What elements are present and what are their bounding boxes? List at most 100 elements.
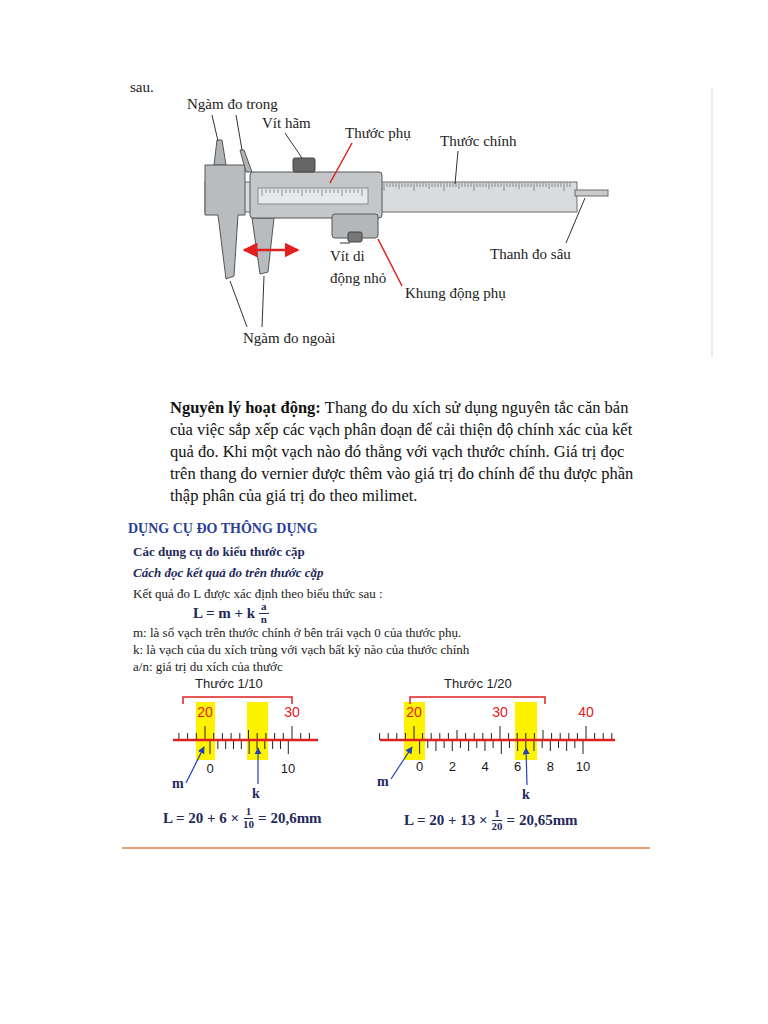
slider-tick (266, 189, 267, 193)
beam-tick (477, 183, 478, 187)
beam-tick (546, 183, 547, 187)
beam-tick (390, 183, 391, 187)
beam-tick (537, 183, 538, 187)
slider-tick (290, 189, 291, 193)
part-label: Thước chính (440, 132, 516, 150)
fraction: 120 (492, 808, 503, 832)
beam-tick (540, 183, 541, 187)
vernier-tick (484, 740, 485, 751)
slider-tick (322, 189, 323, 196)
scale-title: Thước 1/10 (195, 676, 263, 692)
beam-tick (504, 183, 505, 191)
scale-title: Thước 1/20 (444, 676, 512, 692)
slider-tick (346, 189, 347, 193)
beam-tick (402, 183, 403, 187)
beam-tick (411, 183, 412, 187)
beam-tick (396, 183, 397, 187)
vernier-tick (241, 740, 242, 749)
main-scale-number: 20 (406, 704, 422, 721)
fraction-numerator: a (259, 601, 269, 614)
beam-tick (480, 183, 481, 187)
beam-tick (465, 183, 466, 187)
beam-tick (570, 183, 571, 187)
clamp-screw (293, 158, 315, 172)
beam-tick (468, 183, 469, 187)
vernier-tick (217, 740, 218, 749)
main-tick (205, 726, 206, 740)
slider-tick (330, 189, 331, 193)
beam-tick (561, 183, 562, 187)
beam-tick (399, 183, 400, 189)
fraction-denominator: 10 (243, 819, 254, 831)
beam-tick (555, 183, 556, 187)
part-label: Ngàm đo trong (187, 95, 278, 113)
beam-tick (519, 183, 520, 189)
sliding-jaw (252, 218, 274, 274)
leader-line (230, 281, 247, 327)
leader-line (566, 198, 585, 243)
beam-tick (405, 183, 406, 187)
vernier-tick (280, 740, 281, 749)
beam-tick (384, 183, 385, 191)
formula: L = 20 + 13 × 120 = 20,65mm (404, 808, 578, 832)
beam-tick (438, 183, 439, 187)
slider-tick (274, 189, 275, 193)
vernier-number: 8 (547, 759, 554, 775)
vernier-number: 10 (576, 759, 590, 775)
leader-line (455, 151, 458, 184)
part-label: Thước phụ (345, 124, 411, 142)
beam-tick (531, 183, 532, 187)
vernier-tick (533, 740, 534, 751)
beam-tick (459, 183, 460, 189)
formula: L = m + kan (193, 601, 273, 625)
vernier-number: 0 (416, 759, 423, 775)
slider-tick (306, 189, 307, 193)
beam-tick (450, 183, 451, 187)
beam-tick (558, 183, 559, 187)
vernier-number: 2 (449, 759, 456, 775)
slider-tick (282, 189, 283, 196)
main-scale-number: 30 (284, 704, 300, 721)
beam-tick (528, 183, 529, 187)
beam-tick (543, 183, 544, 187)
vernier-tick (233, 740, 234, 749)
bracket (183, 697, 292, 704)
beam-tick (489, 183, 490, 189)
pointer-label: m (172, 776, 184, 793)
beam-tick (393, 183, 394, 187)
body-text: Kết quả đo L được xác định theo biểu thứ… (133, 586, 383, 602)
beam-tick (474, 183, 475, 191)
vernier-number: 0 (206, 761, 213, 777)
pointer-label: m (377, 774, 389, 791)
page-fragment: sau. (130, 78, 154, 96)
beam-tick (486, 183, 487, 187)
body-text: k: là vạch của du xích trùng với vạch bấ… (133, 642, 469, 658)
formula-text: = 20,65mm (507, 812, 578, 829)
vernier-number: 4 (481, 759, 488, 775)
leader-line (212, 115, 218, 141)
leader-line (236, 115, 242, 150)
bottom-rule (122, 847, 650, 849)
vernier-tick (288, 740, 289, 754)
formula-text: L = 20 + 13 × (404, 812, 488, 829)
main-tick (248, 730, 249, 740)
slider-tick (338, 189, 339, 193)
section-subtitle: Các dụng cụ đo kiểu thước cặp (133, 544, 305, 560)
slider-tick (326, 189, 327, 193)
slider-tick (342, 189, 343, 196)
slider-tick (358, 189, 359, 193)
main-tick (543, 730, 544, 740)
pointer-label: k (252, 786, 260, 803)
slider-tick (334, 189, 335, 193)
beam-tick (453, 183, 454, 187)
beam-tick (447, 183, 448, 187)
beam-tick (435, 183, 436, 187)
beam-tick (423, 183, 424, 187)
beam-tick (444, 183, 445, 191)
leader-line (330, 143, 352, 183)
fraction-denominator: n (261, 614, 267, 626)
slider-tick (286, 189, 287, 193)
main-tick (457, 730, 458, 740)
